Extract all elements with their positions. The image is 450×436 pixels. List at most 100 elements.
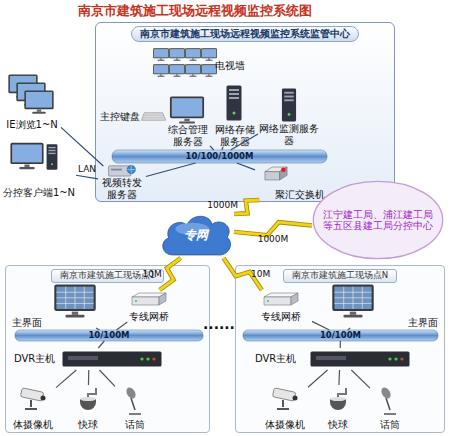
link-label: 1000M xyxy=(258,234,289,244)
monitor-icon xyxy=(153,48,169,60)
tv-wall-icon xyxy=(153,48,217,76)
microphone: 话筒 xyxy=(115,385,155,430)
device-label: 体摄像机 xyxy=(265,419,305,431)
bridge-icon xyxy=(264,293,298,305)
center-heading: 南京市建筑施工现场远程视频监控系统监管中心 xyxy=(131,26,359,42)
device-label: 视频转发服务器 xyxy=(98,177,146,200)
link-bolt xyxy=(224,258,262,290)
dvr-icon xyxy=(311,352,410,367)
camera-icon xyxy=(20,388,45,409)
network-band: 10/100M xyxy=(15,330,203,341)
speed-dome: 快球 xyxy=(318,385,358,430)
device-label: 电视墙 xyxy=(215,60,245,72)
link-bolt xyxy=(234,200,259,214)
cloud-label: 专网 xyxy=(184,227,208,244)
server: 综合管理服务器 xyxy=(165,95,210,147)
monitor-icon xyxy=(332,285,373,318)
device-label: DVR主机 xyxy=(14,353,55,365)
switch-icon xyxy=(265,167,287,180)
site-box: 南京市建筑施工现场点1主界面专线网桥10/100MDVR主机体摄像机快球话筒 xyxy=(5,265,210,433)
server: 视频转发服务器 xyxy=(98,166,146,200)
server: 网络存储服务器 xyxy=(212,84,257,147)
band-label: 10/100/1000M xyxy=(186,152,254,162)
bridge-icon xyxy=(132,293,166,305)
band-label: 10/100M xyxy=(88,331,129,341)
pc-icon xyxy=(10,143,43,169)
device-label: 快球 xyxy=(328,419,348,431)
keyboard-icon xyxy=(141,113,165,121)
link-line xyxy=(116,322,127,330)
server: 网络监测服务器 xyxy=(258,86,320,146)
monitor-icon xyxy=(153,64,169,76)
dvr: DVR主机 xyxy=(14,348,164,370)
link-line xyxy=(351,370,370,388)
link-line xyxy=(340,341,341,348)
network-band xyxy=(15,330,203,341)
monitor-icon xyxy=(201,48,217,60)
device-label: 主界面 xyxy=(408,317,438,329)
bolt-outline xyxy=(234,222,312,235)
branch-ellipse: 江宁建工局、浦江建工局等五区县建工局分控中心 xyxy=(312,180,444,260)
device-label: 话筒 xyxy=(380,419,400,431)
device-label: DVR主机 xyxy=(255,353,296,365)
device-label: 主控键盘 xyxy=(100,111,140,123)
speed-dome-icon xyxy=(80,388,96,410)
link-line xyxy=(231,134,258,150)
device-label: 话筒 xyxy=(125,419,145,431)
link-line xyxy=(222,147,223,150)
link-line xyxy=(61,127,103,166)
tv-wall: 电视墙 xyxy=(150,46,245,86)
dvr: DVR主机 xyxy=(255,348,425,370)
microphone-icon xyxy=(125,386,141,414)
monitor: 主界面 xyxy=(12,284,104,328)
camera-icon xyxy=(272,388,297,409)
network-band: 10/100/1000M xyxy=(112,150,327,163)
link-label: LAN xyxy=(78,164,96,174)
monitor-icon xyxy=(185,48,201,60)
ellipsis-label: ...... xyxy=(203,316,235,332)
network-band xyxy=(243,330,438,341)
microphone-icon xyxy=(380,386,396,414)
link-label: 10M xyxy=(251,269,270,279)
link-line xyxy=(348,328,351,330)
server-icon xyxy=(227,86,242,121)
link-line xyxy=(237,163,255,170)
bridge: 专线网桥 xyxy=(250,290,312,322)
monitor-icon xyxy=(54,285,95,318)
site-fill xyxy=(235,265,445,433)
device-label: 网络监测服务器 xyxy=(258,123,320,146)
monitor-icon xyxy=(185,64,201,76)
link-line xyxy=(312,321,329,330)
device-label: 分控客户端1~N xyxy=(3,187,75,199)
pc-icon xyxy=(170,96,204,123)
bolt-outline xyxy=(160,258,181,290)
device-label: 快球 xyxy=(78,419,98,431)
keyboard: 主控键盘 xyxy=(100,108,166,126)
camera: 体摄像机 xyxy=(262,385,308,430)
device-label: 网络存储服务器 xyxy=(212,124,257,147)
link-line xyxy=(76,175,98,179)
network-band xyxy=(112,150,327,163)
link-line xyxy=(88,370,90,385)
client: 分控客户端1~N xyxy=(2,140,76,198)
link-line xyxy=(210,146,214,150)
speed-dome-icon xyxy=(330,388,346,410)
link-line xyxy=(338,370,340,385)
link-line xyxy=(96,328,99,330)
server-icon xyxy=(47,144,58,169)
link-line xyxy=(99,370,115,386)
camera: 体摄像机 xyxy=(10,385,56,430)
link-line xyxy=(308,370,328,387)
device-label: 聚汇交换机 xyxy=(275,189,325,201)
site-heading: 南京市建筑施工现场点1 xyxy=(51,269,164,283)
link-line xyxy=(56,370,76,388)
link-bolt xyxy=(160,258,181,290)
network-cloud: 专网 xyxy=(158,212,234,258)
device-label: 主界面 xyxy=(12,317,42,329)
band-label: 10/100M xyxy=(320,331,361,341)
switch: 聚汇交换机 xyxy=(255,166,325,200)
center-box: 南京市建筑施工现场远程视频监控系统监管中心电视墙主控键盘 综合管理服务器网络存储服… xyxy=(95,22,395,202)
device-label: 专线网桥 xyxy=(261,311,301,323)
